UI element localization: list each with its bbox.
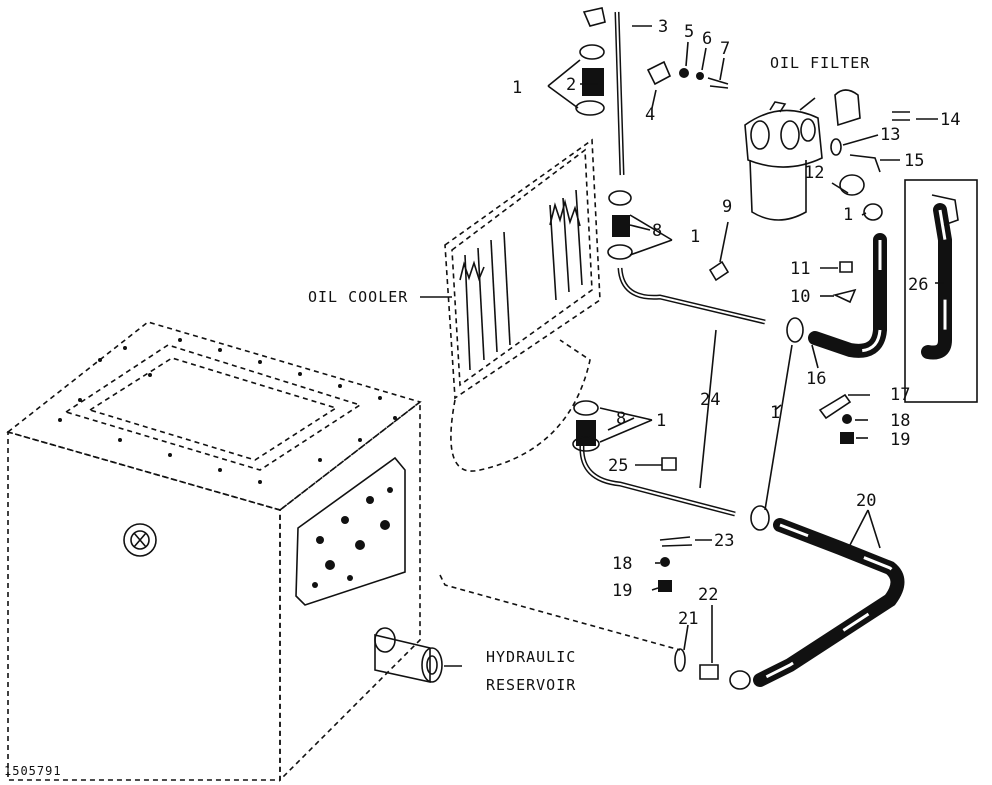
callout-11: 11	[790, 259, 810, 279]
alt-hose-box	[904, 179, 978, 403]
callout-20: 20	[856, 491, 876, 511]
callout-14: 14	[940, 110, 960, 130]
oil-filter	[744, 101, 823, 221]
callout-26: 26	[908, 275, 928, 295]
callout-25: 25	[608, 456, 628, 476]
callout-21: 21	[678, 609, 698, 629]
figure-id: 1505791	[4, 764, 62, 778]
oil-cooler-label: OIL COOLER	[308, 288, 408, 306]
return-line	[450, 339, 591, 472]
callout-1: 1	[843, 205, 853, 225]
callout-numbers: 1 2 3 4 5 6 7 8 1 9 10 11 12 13 14 15 1 …	[512, 17, 960, 629]
leader-lines	[420, 25, 944, 667]
callout-8: 8	[616, 409, 626, 429]
callout-15: 15	[904, 151, 924, 171]
callout-12: 12	[804, 163, 824, 183]
callout-16: 16	[806, 369, 826, 389]
elbow-fitting	[582, 7, 606, 27]
callout-13: 13	[880, 125, 900, 145]
reservoir-tank	[6, 321, 443, 782]
callout-24: 24	[700, 390, 720, 410]
hose-20	[753, 518, 905, 687]
oil-filter-label: OIL FILTER	[770, 54, 870, 72]
callout-18: 18	[612, 554, 632, 574]
callout-1: 1	[656, 411, 666, 431]
callout-23: 23	[714, 531, 734, 551]
tube-lower	[579, 444, 736, 517]
callout-5: 5	[684, 22, 694, 42]
callout-1: 1	[512, 78, 522, 98]
reservoir-label-line2: RESERVOIR	[486, 676, 576, 694]
callout-10: 10	[790, 287, 810, 307]
suction-line	[439, 574, 681, 651]
callout-2: 2	[566, 75, 576, 95]
callout-19: 19	[890, 430, 910, 450]
assembly-labels: OIL FILTER OIL COOLER HYDRAULIC RESERVOI…	[4, 54, 870, 778]
callout-6: 6	[702, 29, 712, 49]
reservoir-label-line1: HYDRAULIC	[486, 648, 576, 666]
callout-7: 7	[720, 39, 730, 59]
callout-4: 4	[645, 105, 655, 125]
callout-3: 3	[658, 17, 668, 37]
callout-22: 22	[698, 585, 718, 605]
callout-17: 17	[890, 385, 910, 405]
callout-9: 9	[722, 197, 732, 217]
oil-cooler	[444, 138, 601, 400]
fittings	[572, 44, 959, 690]
callout-1: 1	[690, 227, 700, 247]
callout-19: 19	[612, 581, 632, 601]
hose-26	[921, 203, 952, 360]
callout-1: 1	[770, 403, 780, 423]
callout-18: 18	[890, 411, 910, 431]
callout-8: 8	[652, 221, 662, 241]
